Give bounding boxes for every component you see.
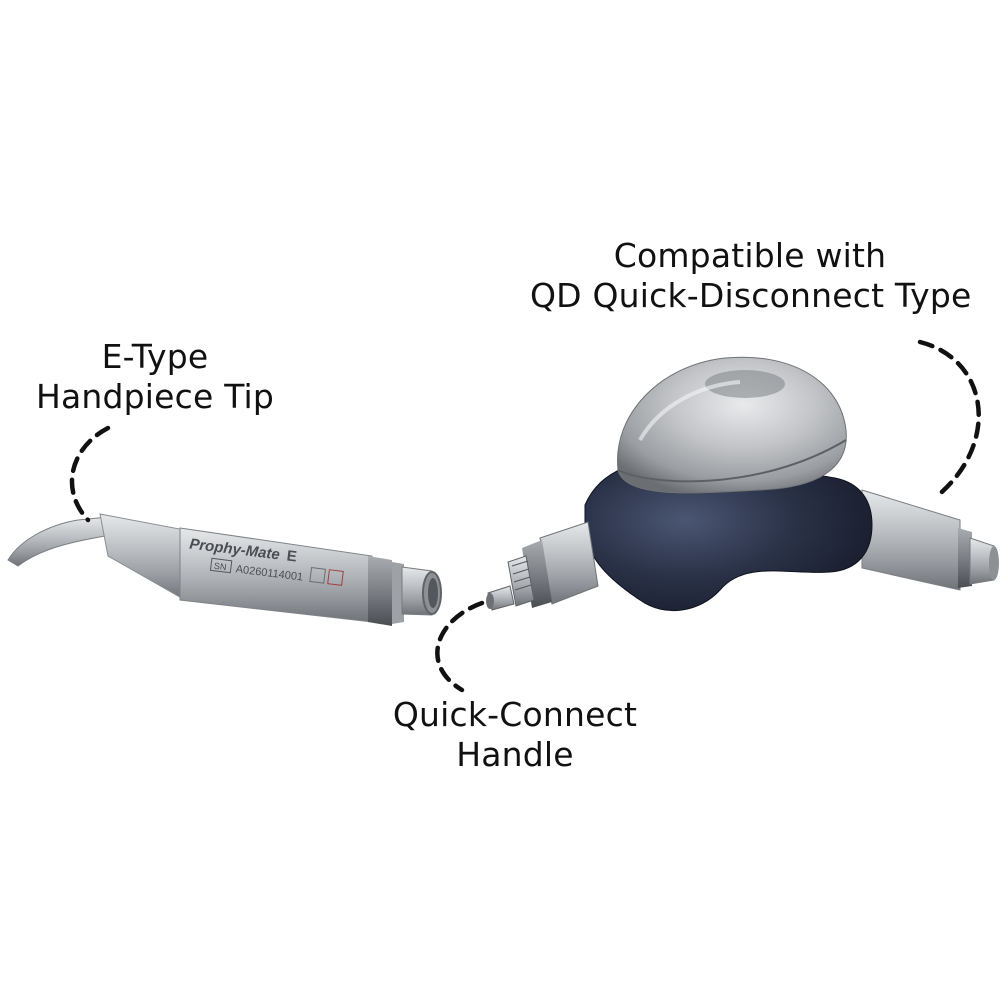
etype-label-line2: Handpiece Tip: [35, 377, 275, 417]
handpiece-neck: [99, 513, 186, 601]
quick-label-line2: Handle: [456, 735, 574, 775]
logo-e-engraving: E: [286, 548, 298, 566]
etype-handpiece: Prophy-Mate E SN A0260114001: [7, 513, 442, 626]
rear-coupling: [861, 489, 961, 591]
sn-label: SN: [213, 561, 227, 572]
compatibility-label: Compatible with QD Quick-Disconnect Type: [530, 236, 972, 317]
ce-symbol-icon: [327, 569, 344, 586]
handpiece-collar: [368, 556, 392, 626]
nozzle-tip: [7, 516, 111, 567]
etype-label-line1: E-Type: [101, 337, 209, 376]
powder-chamber-dome: [617, 356, 847, 494]
warning-symbol-icon: [309, 566, 326, 584]
quick-connect-handle-label: Quick-Connect Handle: [380, 695, 650, 776]
quick-label-line1: Quick-Connect: [392, 695, 638, 734]
threaded-connector: [507, 555, 535, 607]
quick-connect-unit: [486, 356, 999, 612]
etype-handpiece-tip-label: E-Type Handpiece Tip: [20, 337, 290, 418]
compat-label-line1: Compatible with: [613, 236, 887, 275]
leader-line-compat: [917, 339, 981, 500]
leader-line-quick: [435, 600, 485, 693]
compat-label-line2: QD Quick-Disconnect Type: [530, 276, 972, 316]
leader-line-etype: [69, 425, 111, 523]
